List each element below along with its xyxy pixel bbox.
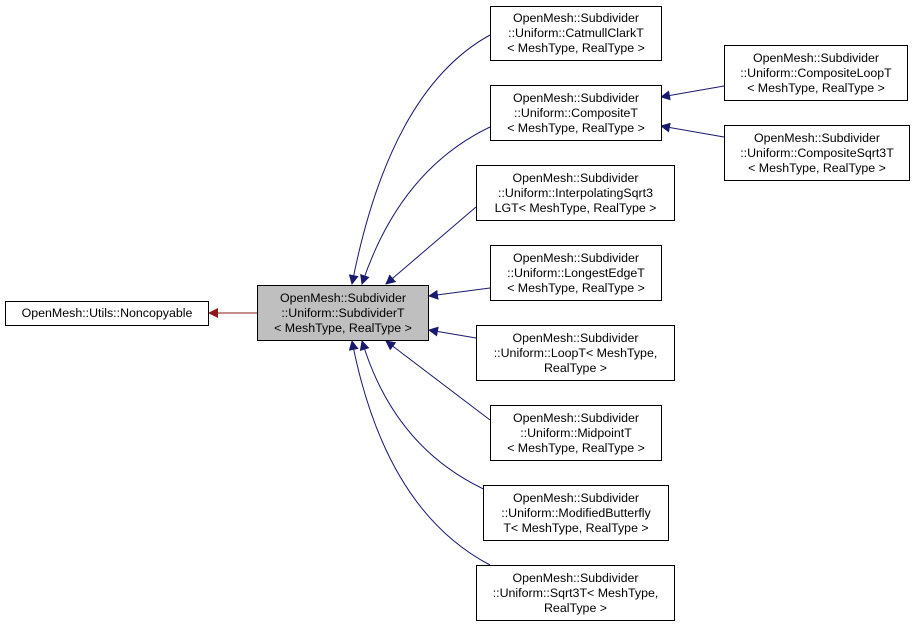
- node-compositeloop[interactable]: OpenMesh::Subdivider ::Uniform::Composit…: [724, 45, 908, 101]
- node-label: OpenMesh::Subdivider ::Uniform::CatmullC…: [507, 11, 645, 55]
- edge-loop-to-subdivider: [428, 326, 477, 339]
- node-sqrt3[interactable]: OpenMesh::Subdivider ::Uniform::Sqrt3T< …: [476, 565, 675, 621]
- edge-sqrt3-to-subdivider: [348, 340, 491, 566]
- node-modifiedbutterfly[interactable]: OpenMesh::Subdivider ::Uniform::Modified…: [483, 485, 669, 541]
- node-label: OpenMesh::Subdivider ::Uniform::Modified…: [501, 490, 651, 535]
- edge-longestedge-to-subdivider: [428, 287, 491, 300]
- edge-modifiedbutterfly-to-subdivider: [359, 340, 491, 493]
- node-label: OpenMesh::Subdivider ::Uniform::Composit…: [740, 130, 894, 175]
- edge-midpoint-to-subdivider: [385, 340, 491, 421]
- edge-interpolatingsqrt3-to-subdivider: [385, 206, 477, 285]
- node-label: OpenMesh::Utils::Noncopyable: [21, 306, 193, 320]
- node-label: OpenMesh::Subdivider ::Uniform::Midpoint…: [507, 410, 645, 455]
- node-subdivider: OpenMesh::Subdivider ::Uniform::Subdivid…: [257, 285, 429, 341]
- node-catmullclark[interactable]: OpenMesh::Subdivider ::Uniform::CatmullC…: [490, 6, 662, 61]
- node-label: OpenMesh::Subdivider ::Uniform::LongestE…: [507, 250, 645, 295]
- node-label: OpenMesh::Subdivider ::Uniform::Interpol…: [494, 170, 657, 215]
- node-label: OpenMesh::Subdivider ::Uniform::Sqrt3T< …: [492, 570, 659, 615]
- node-label: OpenMesh::Subdivider ::Uniform::Composit…: [740, 50, 892, 95]
- node-label: OpenMesh::Subdivider ::Uniform::Subdivid…: [274, 290, 412, 335]
- edge-composite-to-subdivider: [360, 126, 491, 285]
- node-label: OpenMesh::Subdivider ::Uniform::LoopT< M…: [493, 330, 658, 375]
- node-compositesqrt3[interactable]: OpenMesh::Subdivider ::Uniform::Composit…: [724, 125, 910, 181]
- edge-catmullclark-to-subdivider: [348, 34, 491, 285]
- node-composite[interactable]: OpenMesh::Subdivider ::Uniform::Composit…: [490, 85, 662, 141]
- edge-compositesqrt3-to-composite: [660, 122, 725, 138]
- node-noncopyable[interactable]: OpenMesh::Utils::Noncopyable: [5, 301, 209, 326]
- node-label: OpenMesh::Subdivider ::Uniform::Composit…: [507, 90, 645, 135]
- node-loop[interactable]: OpenMesh::Subdivider ::Uniform::LoopT< M…: [476, 325, 675, 381]
- node-interpolatingsqrt3[interactable]: OpenMesh::Subdivider ::Uniform::Interpol…: [476, 165, 675, 221]
- edge-compositeloop-to-composite: [660, 85, 725, 101]
- node-longestedge[interactable]: OpenMesh::Subdivider ::Uniform::LongestE…: [490, 245, 662, 301]
- node-midpoint[interactable]: OpenMesh::Subdivider ::Uniform::Midpoint…: [490, 405, 662, 461]
